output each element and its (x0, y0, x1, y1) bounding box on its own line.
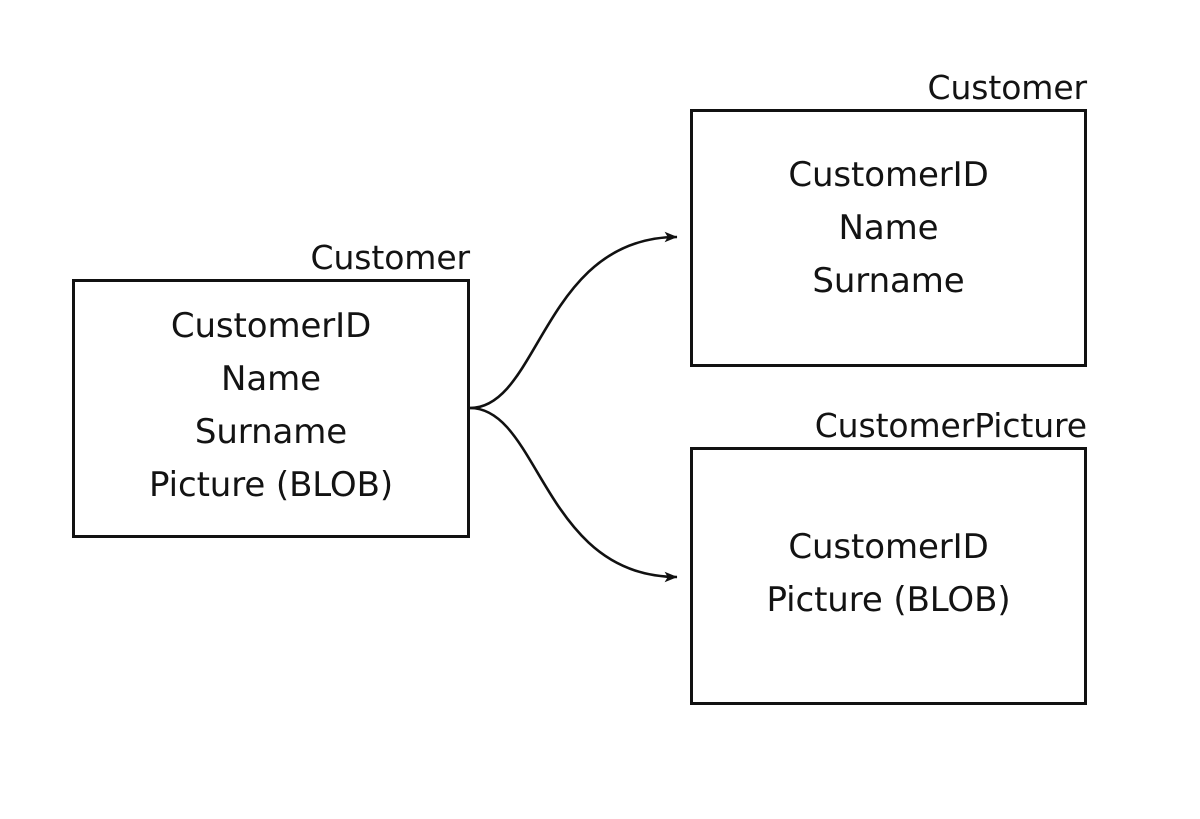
field-list-source-customer: CustomerID Name Surname Picture (BLOB) (75, 300, 467, 512)
entity-body-target-customer: CustomerID Name Surname (690, 109, 1087, 367)
field-row: Picture (BLOB) (766, 580, 1011, 620)
field-list-target-customerpicture: CustomerID Picture (BLOB) (693, 521, 1084, 627)
entity-source-customer[interactable]: Customer CustomerID Name Surname Picture… (72, 240, 470, 538)
field-row: Picture (BLOB) (148, 464, 393, 505)
field-row: Surname (194, 411, 348, 452)
entity-target-customerpicture[interactable]: CustomerPicture CustomerID Picture (BLOB… (690, 408, 1087, 705)
field-row: CustomerID (788, 527, 989, 567)
connector-to-customerpicture (469, 406, 678, 583)
entity-body-target-customerpicture: CustomerID Picture (BLOB) (690, 447, 1087, 705)
entity-body-source-customer: CustomerID Name Surname Picture (BLOB) (72, 279, 470, 538)
entity-title-target-customerpicture: CustomerPicture (814, 406, 1087, 446)
field-row: Name (221, 358, 321, 399)
field-row: Surname (812, 260, 965, 301)
connector-to-customer (469, 231, 678, 410)
field-row: CustomerID (788, 154, 989, 195)
field-list-target-customer: CustomerID Name Surname (693, 149, 1084, 308)
entity-title-source-customer: Customer (310, 238, 471, 278)
entity-target-customer[interactable]: Customer CustomerID Name Surname (690, 70, 1087, 367)
field-row: CustomerID (170, 305, 372, 346)
field-row: Name (838, 207, 939, 248)
entity-title-target-customer: Customer (927, 68, 1088, 108)
